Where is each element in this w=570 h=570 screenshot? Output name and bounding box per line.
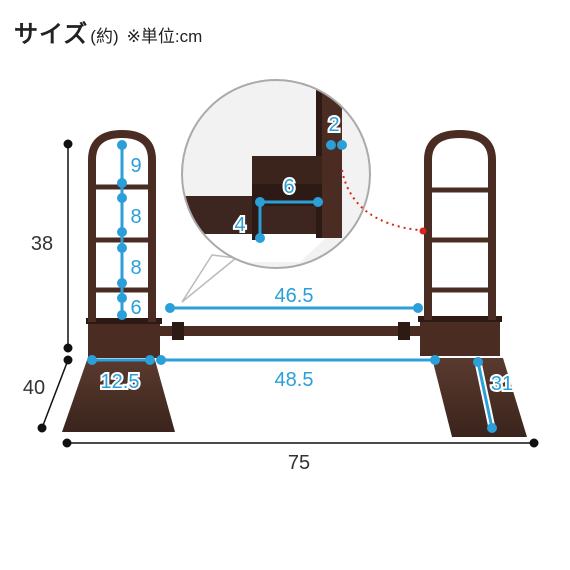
rung-gap-4-label: 6 bbox=[130, 297, 141, 319]
size-heading: サイズ (約) ※単位:cm bbox=[14, 14, 203, 48]
rung-gap-1-label: 9 bbox=[130, 155, 141, 177]
dim-dot bbox=[529, 438, 539, 448]
ramp-length-line bbox=[476, 361, 494, 429]
dim-dot bbox=[326, 140, 336, 150]
dim-dot bbox=[117, 278, 127, 288]
approx-text: (約) bbox=[90, 27, 119, 46]
dim-dot bbox=[63, 355, 73, 365]
dim-dot bbox=[63, 343, 73, 353]
dim-dot bbox=[117, 293, 127, 303]
dim-dot bbox=[156, 355, 166, 365]
rung-gap-3-label: 8 bbox=[130, 257, 141, 279]
dim-dot bbox=[63, 139, 73, 149]
unit-note: ※単位:cm bbox=[126, 27, 203, 46]
depth-label: 40 bbox=[23, 377, 45, 399]
dim-dot bbox=[87, 355, 97, 365]
detail-thickness-label: 2 bbox=[328, 114, 339, 136]
dim-dot bbox=[337, 140, 347, 150]
right-floor-plate bbox=[432, 358, 527, 437]
black-dimensions bbox=[37, 139, 539, 448]
total-height-label: 38 bbox=[31, 233, 53, 255]
inner-width-top-label: 46.5 bbox=[275, 285, 314, 307]
detail-bracket-height-label: 4 bbox=[234, 214, 245, 236]
dim-dot bbox=[430, 355, 440, 365]
dim-dot bbox=[117, 227, 127, 237]
title-text: サイズ bbox=[14, 21, 89, 48]
dim-dot bbox=[255, 233, 265, 243]
dim-dot bbox=[413, 303, 423, 313]
right-handrail-unit bbox=[418, 129, 527, 437]
right-base-box bbox=[420, 320, 500, 356]
detail-bracket-width-label: 6 bbox=[283, 176, 294, 198]
dim-dot bbox=[62, 438, 72, 448]
right-handrail-frame bbox=[424, 129, 496, 320]
depth-line bbox=[41, 359, 69, 429]
left-base-box bbox=[88, 322, 160, 358]
inner-width-bottom-label: 48.5 bbox=[275, 369, 314, 391]
total-width-label: 75 bbox=[288, 452, 310, 474]
dim-dot bbox=[37, 423, 47, 433]
dim-dot bbox=[145, 355, 155, 365]
connecting-bar bbox=[160, 322, 422, 340]
rung-gap-2-label: 8 bbox=[130, 206, 141, 228]
zoom-detail bbox=[181, 79, 371, 303]
dim-dot bbox=[117, 193, 127, 203]
ramp-length-label: 31 bbox=[491, 373, 513, 395]
left-handrail-frame bbox=[88, 129, 156, 322]
dim-dot bbox=[117, 243, 127, 253]
dim-dot bbox=[117, 310, 127, 320]
dim-dot bbox=[313, 197, 323, 207]
dim-dot bbox=[117, 140, 127, 150]
dim-dot bbox=[165, 303, 175, 313]
base-width-label: 12.5 bbox=[101, 371, 140, 393]
dim-dot bbox=[487, 423, 497, 433]
left-floor-plate bbox=[62, 360, 175, 432]
dim-dot bbox=[473, 357, 483, 367]
dim-dot bbox=[117, 178, 127, 188]
detail-leader bbox=[341, 169, 427, 235]
blue-dimensions bbox=[87, 140, 497, 433]
